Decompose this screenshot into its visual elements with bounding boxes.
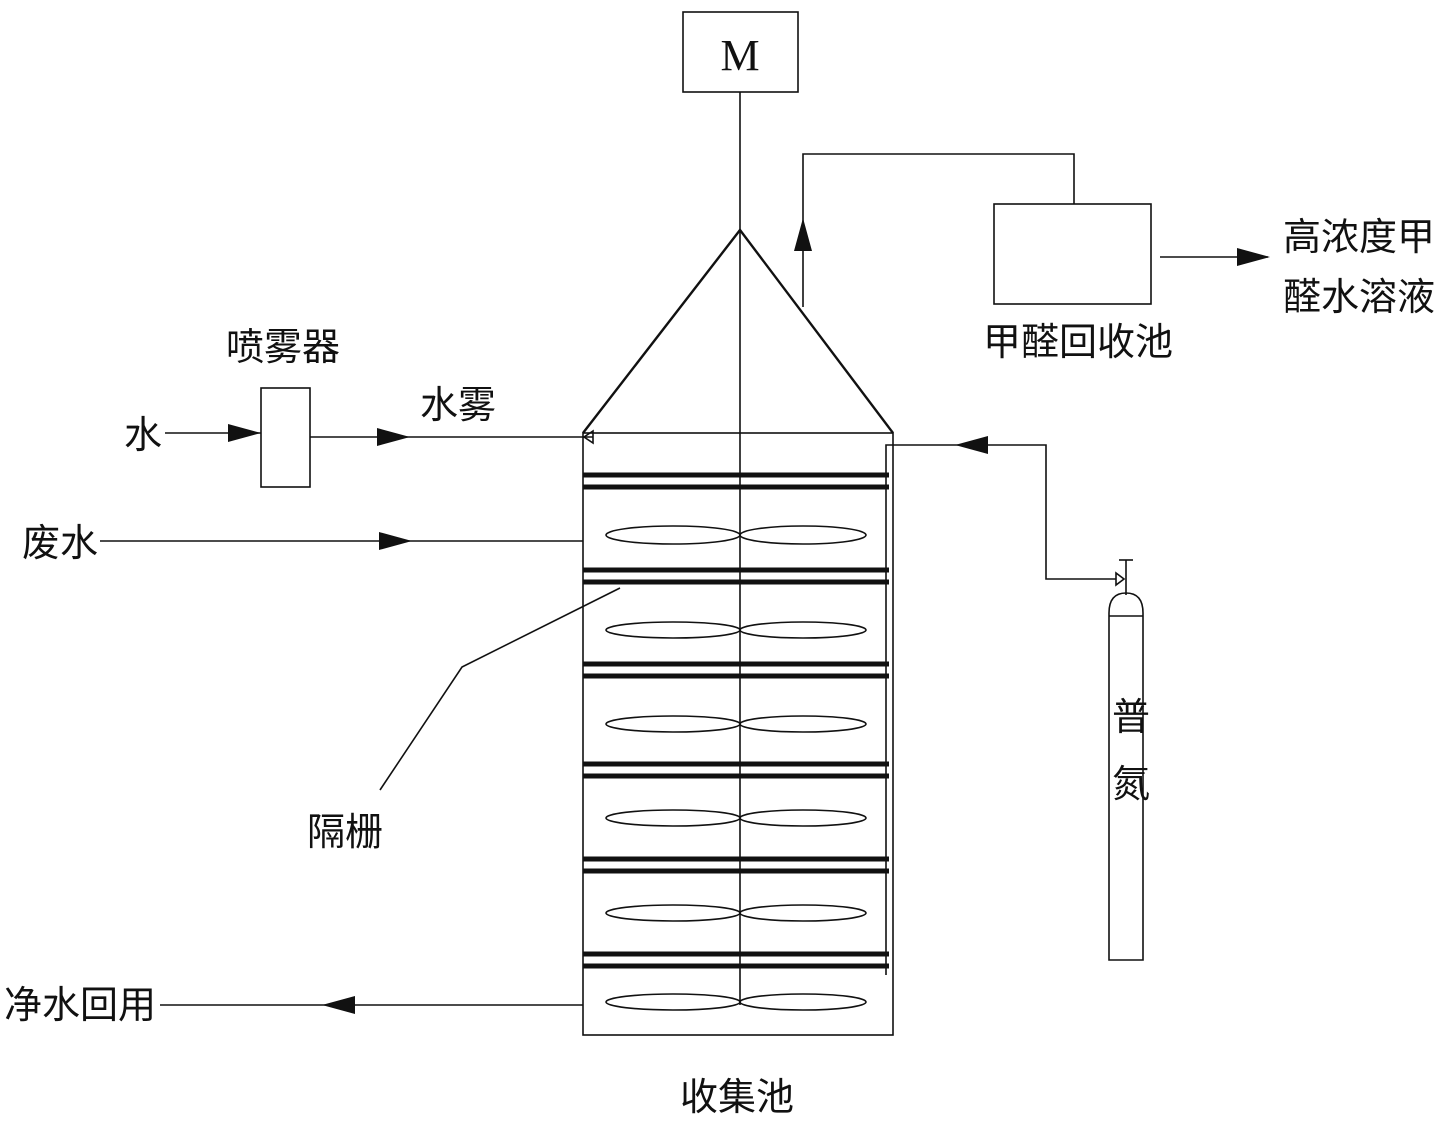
grid-plates — [583, 472, 889, 969]
spray-nozzle — [582, 429, 594, 445]
nitrogen-inner-pipe — [885, 444, 893, 975]
water-inlet-arrow — [228, 424, 261, 442]
grid-callout-line — [379, 587, 621, 791]
mist-label: 水雾 — [420, 383, 496, 427]
nitrogen-arrow — [955, 436, 988, 454]
wastewater-label: 废水 — [22, 521, 98, 565]
nitrogen-label-line2: 氮 — [1112, 762, 1150, 806]
sprayer-box — [260, 387, 311, 488]
grid-label: 隔栅 — [307, 810, 383, 854]
sprayer-label: 喷雾器 — [226, 325, 340, 369]
product-arrow — [1237, 248, 1270, 266]
product-label-line1: 高浓度甲 — [1283, 215, 1435, 259]
gas-outlet-pipe — [802, 153, 1075, 307]
product-label-line2: 醛水溶液 — [1283, 275, 1435, 319]
motor-label: M — [720, 31, 759, 80]
recovery-tank-label: 甲醛回收池 — [983, 320, 1173, 364]
nitrogen-label-line1: 普 — [1112, 695, 1150, 739]
tower-body — [582, 432, 894, 1036]
nitrogen-pipe — [893, 444, 1116, 580]
clean-water-label: 净水回用 — [4, 983, 156, 1027]
nitrogen-valve — [1115, 571, 1126, 587]
collection-tank-label: 收集池 — [680, 1075, 794, 1119]
wastewater-arrow — [379, 532, 412, 550]
water-label: 水 — [124, 413, 162, 457]
gas-outlet-arrow — [794, 218, 812, 251]
tower-cone-roof — [582, 228, 894, 434]
nitrogen-cylinder — [1108, 592, 1144, 961]
recovery-tank-box — [993, 203, 1152, 305]
clean-water-arrow — [322, 996, 355, 1014]
agitator-blades — [605, 525, 867, 1011]
mist-arrow — [377, 428, 410, 446]
